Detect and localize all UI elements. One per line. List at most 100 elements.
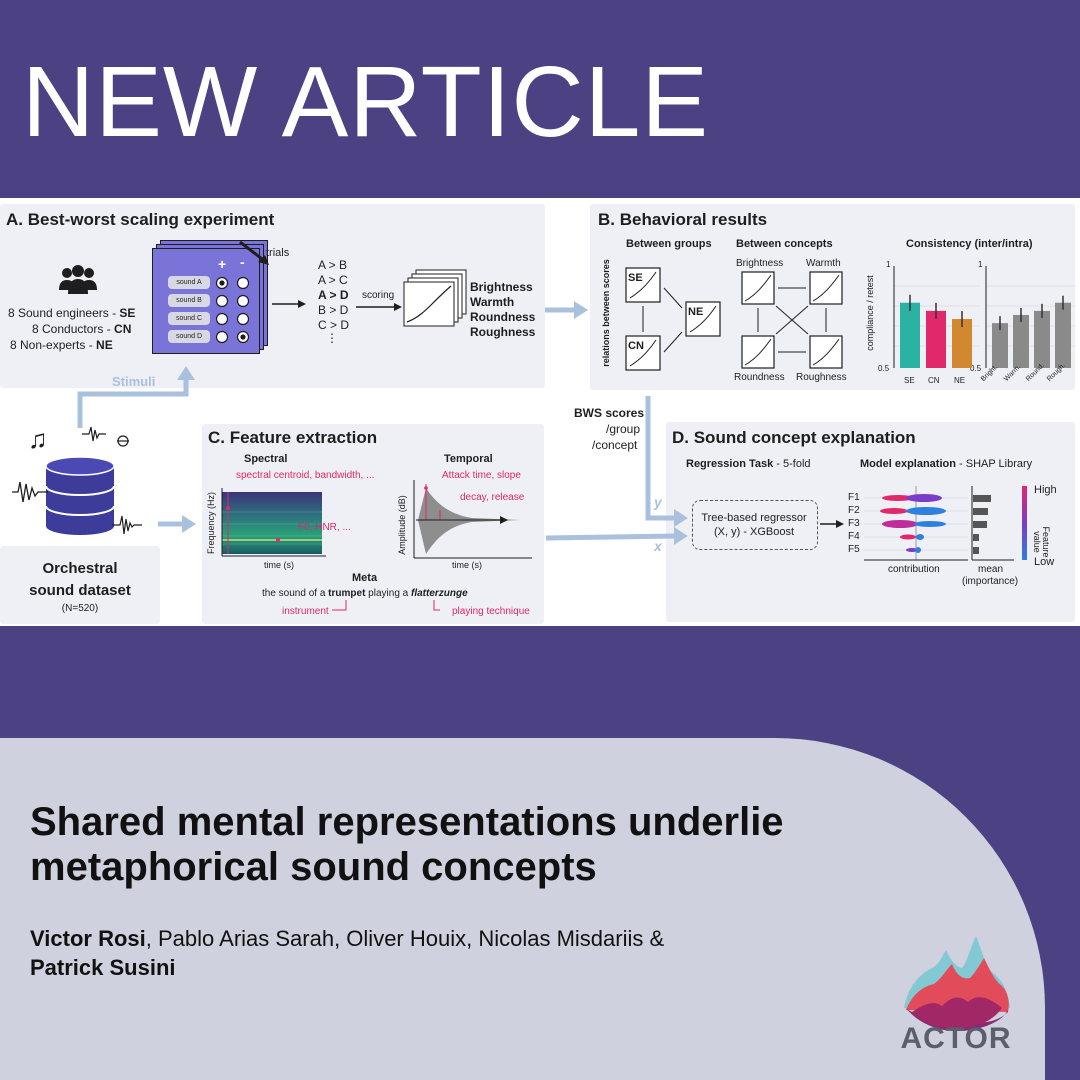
spectrogram-axes xyxy=(221,488,326,557)
mean-label: mean xyxy=(978,564,1004,575)
spectral-annotation-1: spectral centroid, bandwidth, ... xyxy=(236,470,375,481)
shap-beeswarm xyxy=(864,486,968,561)
bws-concept-label: /concept xyxy=(592,438,638,452)
panel-a-title: A. Best-worst scaling experiment xyxy=(6,210,275,229)
envelope-xlabel: time (s) xyxy=(452,560,482,570)
regressor-arrow xyxy=(820,520,844,528)
participant-se: 8 Sound engineers - SE xyxy=(8,306,136,320)
score-curves-stack xyxy=(403,269,467,327)
sound-pill: sound C xyxy=(168,312,210,325)
participant-ne: 8 Non-experts - NE xyxy=(10,338,113,352)
relations-axis-label: relations between scores xyxy=(600,259,611,367)
waveform-icon xyxy=(112,515,142,535)
article-title: Shared mental representations underlie m… xyxy=(30,800,784,889)
low-label: Low xyxy=(1034,556,1055,568)
comparison-line: A > C xyxy=(318,273,348,287)
panel-c-title: C. Feature extraction xyxy=(208,428,378,447)
spectral-label: Spectral xyxy=(244,453,288,465)
waveform-icon xyxy=(82,426,106,442)
bar-label: CN xyxy=(928,376,940,385)
consistency-bar xyxy=(952,319,972,368)
temporal-annotation-1: Attack time, slope xyxy=(442,470,521,481)
feature-label: F1 xyxy=(848,492,860,503)
arrow-to-comparisons xyxy=(272,300,306,308)
consistency-bar xyxy=(1034,310,1050,368)
comparison-line: B > D xyxy=(318,303,349,317)
spectrogram-xlabel: time (s) xyxy=(264,560,294,570)
sound-pill: sound B xyxy=(168,294,210,307)
database-icon xyxy=(45,456,115,535)
bottom-panel xyxy=(0,738,1045,1080)
high-label: High xyxy=(1034,484,1057,496)
trials-arrow xyxy=(239,240,269,265)
consistency-bar xyxy=(1055,302,1071,368)
feature-label: F4 xyxy=(848,531,860,542)
bws-group-label: /group xyxy=(606,422,641,436)
regressor-line-1: Tree-based regressor xyxy=(701,512,807,524)
actor-logo-text: ACTOR xyxy=(900,1022,1012,1055)
group-cn: CN xyxy=(628,340,644,352)
feature-label: F5 xyxy=(848,544,860,555)
dataset-count: (N=520) xyxy=(61,603,99,614)
bar-label: SE xyxy=(904,376,915,385)
scoring-label: scoring xyxy=(362,290,395,301)
group-ne: NE xyxy=(688,306,704,318)
consistency-chart xyxy=(893,266,1076,368)
y-input-label: y xyxy=(654,494,662,510)
phase-icon xyxy=(117,435,129,447)
comparison-ellipsis: ⋮ xyxy=(326,331,338,345)
consistency-label: Consistency (inter/intra) xyxy=(906,238,1033,250)
radio-grid xyxy=(215,276,250,344)
importance-bar xyxy=(973,508,988,515)
concept-brightness: Brightness xyxy=(736,258,784,269)
meta-technique-label: playing technique xyxy=(452,606,530,617)
group-se: SE xyxy=(628,272,643,284)
meta-instrument-label: instrument xyxy=(282,606,329,617)
bws-scores-label: BWS scores xyxy=(574,406,645,420)
sound-pill: sound A xyxy=(168,276,210,289)
scoring-arrow xyxy=(356,303,402,311)
between-concepts-label: Between concepts xyxy=(736,238,833,250)
tick-label: 1 xyxy=(886,260,891,269)
panel-d-background xyxy=(666,422,1075,622)
tick-label: 0.5 xyxy=(878,364,890,373)
regressor-line-2: (X, y) - XGBoost xyxy=(713,526,795,538)
model-explanation-label: Model explanation - SHAP Library xyxy=(860,458,1033,470)
music-note-icon: ♫ xyxy=(28,424,48,454)
feature-value-colorbar xyxy=(1022,486,1027,560)
headline: NEW ARTICLE xyxy=(22,46,710,158)
consistency-ylabel: compliance / retest xyxy=(864,275,875,351)
between-groups-label: Between groups xyxy=(626,238,712,250)
tick-label: 0.5 xyxy=(970,364,982,373)
dataset-background xyxy=(0,546,160,624)
meta-pointers xyxy=(332,600,440,611)
consistency-bar xyxy=(900,302,920,368)
comparison-line: C > D xyxy=(318,318,350,332)
importance-chart xyxy=(971,486,1014,561)
concept-label: Roughness xyxy=(470,325,536,339)
sound-pill: sound D xyxy=(168,330,210,343)
concept-label: Roundness xyxy=(470,310,536,324)
consistency-bar xyxy=(1013,314,1029,368)
bar-label: NE xyxy=(954,376,966,385)
temporal-label: Temporal xyxy=(444,453,493,465)
participant-cn: 8 Conductors - CN xyxy=(32,322,132,336)
feature-label: F3 xyxy=(848,518,860,529)
between-groups-diagram xyxy=(625,267,721,371)
actor-logo xyxy=(904,936,1010,1031)
meta-title: Meta xyxy=(352,572,378,584)
flow-arrows xyxy=(77,301,688,545)
temporal-annotation-2: decay, release xyxy=(460,492,525,503)
panel-b-title: B. Behavioral results xyxy=(598,210,768,229)
concept-label: Warmth xyxy=(470,295,515,309)
concept-roundness: Roundness xyxy=(734,372,785,383)
people-icon xyxy=(59,265,97,294)
contribution-label: contribution xyxy=(888,564,940,575)
meta-sentence: the sound of a trumpet playing a flatter… xyxy=(262,588,468,599)
trials-label: trials xyxy=(266,247,290,259)
minus-label: - xyxy=(240,254,245,270)
article-figure: A. Best-worst scaling experiment 8 Sound… xyxy=(0,198,1080,626)
spectrogram-ylabel: Frequency (Hz) xyxy=(206,491,217,555)
stimuli-label: Stimuli xyxy=(112,374,156,389)
